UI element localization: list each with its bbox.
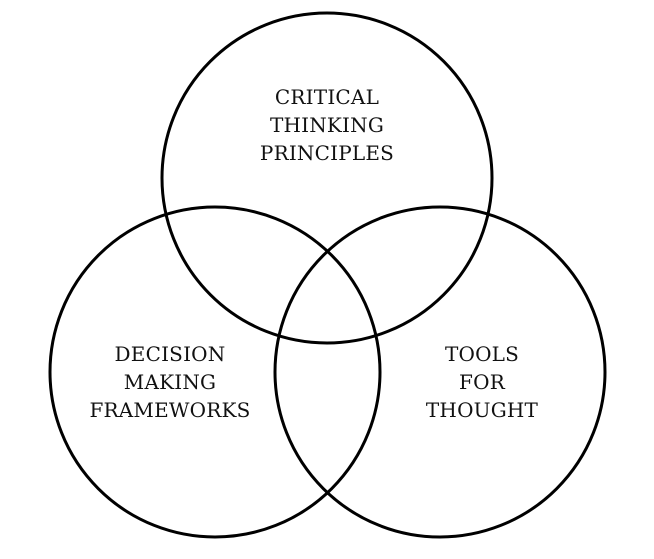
label-line: CRITICAL xyxy=(275,85,379,109)
label-critical-thinking-principles: CRITICAL THINKING PRINCIPLES xyxy=(260,85,394,165)
label-tools-for-thought: TOOLS FOR THOUGHT xyxy=(426,342,539,422)
label-line: FOR xyxy=(459,370,506,394)
label-line: DECISION xyxy=(115,342,226,366)
label-line: THINKING xyxy=(270,113,384,137)
label-line: MAKING xyxy=(124,370,216,394)
label-line: FRAMEWORKS xyxy=(89,398,250,422)
circle-decision-making-frameworks xyxy=(48,205,382,539)
circle-critical-thinking-principles xyxy=(160,11,494,345)
circle-tools-for-thought xyxy=(273,205,607,539)
label-line: THOUGHT xyxy=(426,398,539,422)
label-decision-making-frameworks: DECISION MAKING FRAMEWORKS xyxy=(89,342,250,422)
label-line: PRINCIPLES xyxy=(260,141,394,165)
label-line: TOOLS xyxy=(445,342,519,366)
